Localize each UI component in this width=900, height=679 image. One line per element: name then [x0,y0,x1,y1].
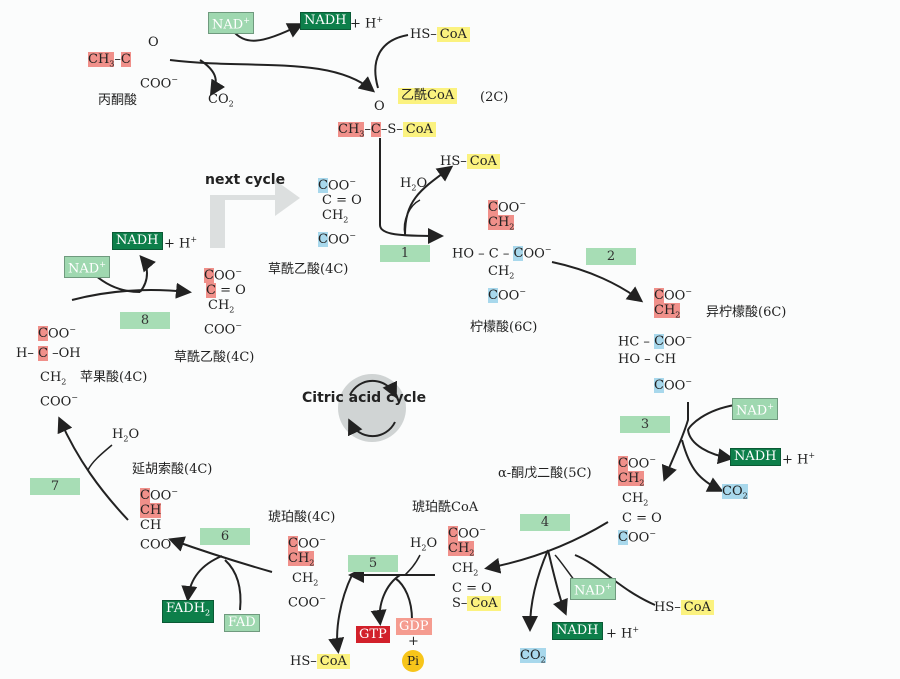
co2-step3: CO2 [722,484,748,501]
pyruvate-label: 丙酮酸 [98,93,138,108]
isocitrate-mid1: HC – COO− [618,333,693,350]
pyruvate-oxygen: O [148,35,159,50]
next-cycle-label: next cycle [205,172,286,188]
pyruvate-structure-row2: COO− [140,75,178,92]
h2o-step1: H2O [400,176,428,193]
step-3: 3 [620,416,670,433]
nad-top: NAD+ [208,12,254,35]
citrate-structure: COO− CH2 [488,199,526,232]
citrate-bottom: CH2 COO− [488,264,526,303]
alpha-kg-label: α-酮戊二酸(5C) [498,466,592,481]
gtp: GTP [356,626,390,643]
hs-coa-top: HS–CoA [410,27,470,43]
malate-label: 苹果酸(4C) [80,370,148,385]
fumarate-label: 延胡索酸(4C) [132,462,213,477]
acetyl-coa-label: 乙酰CoA [398,88,458,104]
next-cycle-arrow [210,180,300,248]
oxaloacetate-left-label: 草酰乙酸(4C) [174,350,255,365]
step-5: 5 [348,555,398,572]
pi: Pi [402,650,424,672]
fumarate-structure: COO− CH CH COO− [140,487,178,553]
succinyl-coa-structure: COO− CH2 CH2 C = O S–CoA [448,522,501,612]
acetyl-coa-structure: CH3–C–S–CoA [338,122,436,142]
isocitrate-bottom: COO− [654,377,692,394]
isocitrate-mid2: HO – CH [618,352,677,367]
step-7: 7 [30,478,80,495]
pyruvate-co2: CO2 [208,92,234,109]
h-plus-step4: + H+ [606,625,640,642]
nadh-step3: NADH [730,448,781,466]
h-plus-top: + H+ [350,15,384,32]
nadh-top: NADH [300,12,351,30]
gdp: GDP [396,618,432,635]
step-4: 4 [520,514,570,531]
nad-step4: NAD+ [570,578,616,601]
step-8: 8 [120,312,170,329]
pyruvate-structure-row1: CH3–C [88,52,131,69]
citrate-middle: HO – C – COO− [452,245,552,262]
h2o-step5: H2O [410,536,438,553]
malate-bottom: CH2 COO− [40,370,78,409]
nad-step3: NAD+ [732,398,778,421]
fad: FAD [224,614,260,632]
nadh-step4: NADH [552,622,603,640]
h-plus-step8: + H+ [164,235,198,252]
oaa-left-structure: COO− C = O CH2 COO− [204,267,246,338]
oxaloacetate-top-label: 草酰乙酸(4C) [268,262,349,277]
fadh2: FADH2 [162,600,215,623]
succinate-structure: COO− CH2 CH2 COO− [288,535,326,610]
hs-coa-step4: HS–CoA [654,600,714,616]
step-1: 1 [380,245,430,262]
succinyl-coa-label: 琥珀酰CoA [412,500,479,515]
nad-step8: NAD+ [64,256,110,279]
step-6: 6 [200,528,250,545]
isocitrate-structure: COO− CH2 [654,287,692,320]
akg-structure: COO− CH2 CH2 C = O COO− [618,455,662,545]
citrate-label: 柠檬酸(6C) [470,320,538,335]
isocitrate-label: 异柠檬酸(6C) [706,305,787,320]
step-2: 2 [586,248,636,265]
h2o-step7: H2O [112,427,140,444]
malate-mid: H– C –OH [16,346,81,361]
h-plus-step3: + H+ [782,451,816,468]
acetyl-coa-oxygen: O [374,99,385,114]
co2-step4: CO2 [520,648,546,665]
nadh-step8: NADH [112,232,163,250]
hs-coa-step5: HS–CoA [290,654,350,670]
succinate-label: 琥珀酸(4C) [268,510,336,525]
hs-coa-step1: HS–CoA [440,154,500,170]
cycle-title: Citric acid cycle [302,390,427,406]
malate-structure: COO− [38,325,76,342]
plus-sign: + [408,634,419,649]
acetyl-coa-carbons: (2C) [480,90,509,105]
oaa-top-structure: COO− C = O CH2 COO− [318,177,362,248]
